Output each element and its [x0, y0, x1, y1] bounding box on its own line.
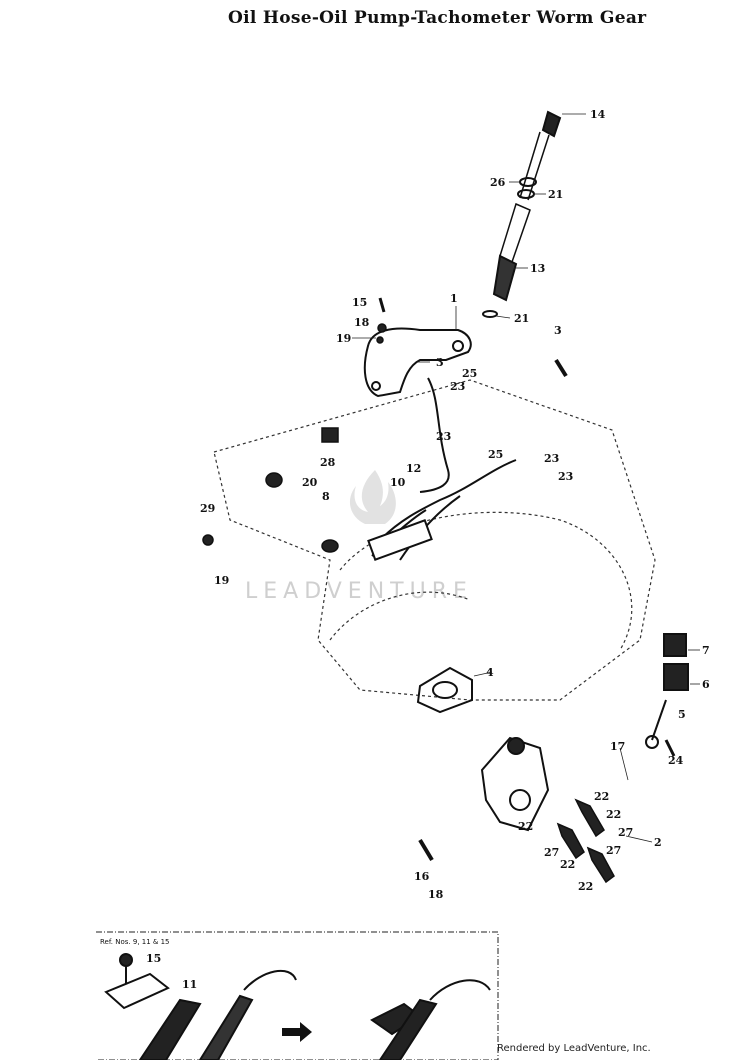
inset-left-assembly	[104, 953, 297, 1060]
oil-hoses	[367, 377, 517, 561]
tachometer-cable-assembly	[482, 110, 562, 318]
callout-c3a: 3	[554, 324, 562, 337]
callout-c24: 24	[668, 754, 684, 767]
callout-c22c: 22	[518, 820, 533, 833]
callout-c26: 26	[490, 176, 506, 189]
callout-c27a: 27	[618, 826, 633, 839]
watermark-flame-icon	[349, 470, 396, 524]
callout-c10: 10	[390, 476, 406, 489]
inset-reference-label: Ref. Nos. 9, 11 & 15	[100, 938, 170, 946]
pump-control-parts	[645, 633, 689, 757]
callout-c18b: 18	[428, 888, 444, 901]
watermark-text: LEADVENTURE	[245, 579, 473, 604]
callout-c4: 4	[486, 666, 494, 679]
callout-c25a: 25	[462, 367, 477, 380]
callout-c12: 12	[406, 462, 421, 475]
leader-lines	[352, 113, 700, 843]
inset-detail-box: Ref. Nos. 9, 11 & 15	[96, 931, 499, 1060]
callout-c29: 29	[200, 502, 215, 515]
callout-c3b: 3	[436, 356, 444, 369]
oil-pump-cover	[363, 327, 472, 398]
callout-c8: 8	[322, 490, 330, 503]
callout-c14: 14	[590, 108, 606, 121]
diagram-title: Oil Hose-Oil Pump-Tachometer Worm Gear	[228, 8, 647, 28]
callout-c6: 6	[702, 678, 710, 691]
oil-pump-body	[480, 736, 550, 832]
callout-c5: 5	[678, 708, 686, 721]
callout-c20: 20	[302, 476, 318, 489]
callout-c23b: 23	[436, 430, 451, 443]
oil-pump-gasket	[416, 666, 473, 714]
callout-c22b: 22	[606, 808, 621, 821]
callout-c19a: 19	[336, 332, 351, 345]
callout-c25b: 25	[488, 448, 503, 461]
callout-c22a: 22	[594, 790, 609, 803]
render-credit: Rendered by LeadVenture, Inc.	[497, 1043, 651, 1054]
callout-c1: 1	[450, 292, 458, 305]
callout-c7: 7	[702, 644, 710, 657]
callout-c21a: 21	[548, 188, 563, 201]
pump-bolts	[556, 798, 615, 884]
callout-c15b: 15	[146, 952, 161, 965]
callout-c18a: 18	[354, 316, 370, 329]
callout-c11: 11	[182, 978, 197, 991]
callout-c13: 13	[530, 262, 545, 275]
callout-c15a: 15	[352, 296, 367, 309]
callout-c22d: 22	[560, 858, 575, 871]
callout-c16: 16	[414, 870, 430, 883]
callout-c23c: 23	[544, 452, 559, 465]
callout-c23a: 23	[450, 380, 465, 393]
callout-c22e: 22	[578, 880, 593, 893]
callout-c2: 2	[654, 836, 662, 849]
inset-right-assembly	[370, 979, 491, 1060]
callout-c27c: 27	[544, 846, 559, 859]
callout-c28: 28	[320, 456, 336, 469]
inset-arrow-icon	[282, 1022, 312, 1042]
callout-c21b: 21	[514, 312, 529, 325]
callout-c23d: 23	[558, 470, 573, 483]
callout-c17: 17	[610, 740, 625, 753]
engine-crankcase	[213, 379, 656, 701]
callout-c19b: 19	[214, 574, 229, 587]
small-fittings	[202, 297, 568, 862]
callout-c27b: 27	[606, 844, 621, 857]
